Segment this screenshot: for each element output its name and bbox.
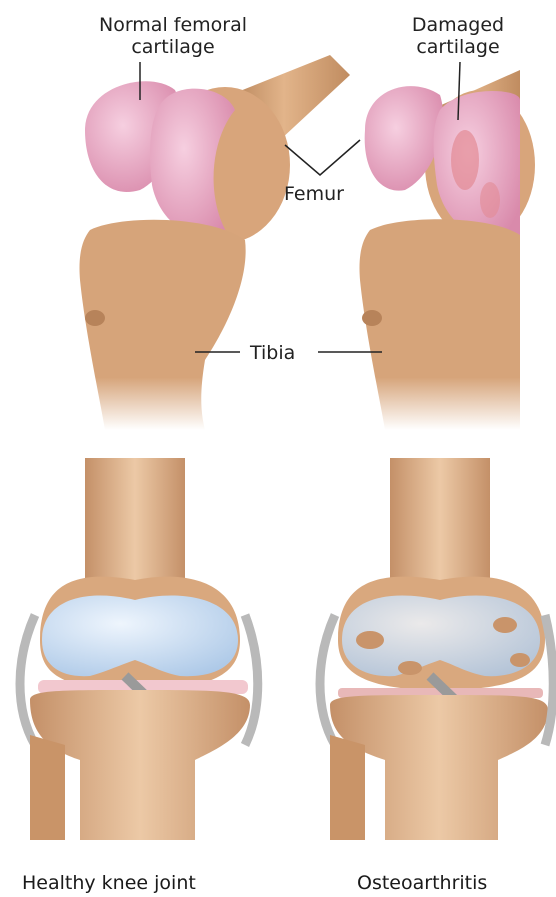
healthy-knee-front-view xyxy=(20,458,258,840)
tibial-tuberosity-damaged xyxy=(362,310,382,326)
damaged-knee-side-view xyxy=(359,70,535,430)
collateral-ligament-left-oa xyxy=(320,615,335,745)
fibula-left xyxy=(30,735,65,840)
osteoarthritis-knee-front-view xyxy=(320,458,553,840)
tibia-bone-damaged xyxy=(359,219,520,430)
fibula-oa xyxy=(330,735,365,840)
cartilage-erosion xyxy=(493,617,517,633)
collateral-ligament-left xyxy=(20,615,35,745)
cartilage-erosion xyxy=(510,653,530,667)
healthy-knee-side-view xyxy=(79,55,350,430)
tibia-bone xyxy=(79,220,245,430)
femur-label: Femur xyxy=(284,183,344,205)
damaged-cartilage-label: Damaged cartilage xyxy=(398,14,518,58)
osteoarthritis-caption: Osteoarthritis xyxy=(357,872,487,894)
normal-cartilage-label: Normal femoral cartilage xyxy=(88,14,258,58)
normal-cartilage-label-line2: cartilage xyxy=(88,36,258,58)
damaged-cartilage-label-line2: cartilage xyxy=(398,36,518,58)
tibia-label: Tibia xyxy=(250,342,295,364)
damaged-cartilage-label-line1: Damaged xyxy=(398,14,518,36)
collateral-ligament-right xyxy=(245,615,258,745)
collateral-ligament-right-oa xyxy=(545,615,553,745)
healthy-knee-caption: Healthy knee joint xyxy=(22,872,196,894)
cartilage-erosion xyxy=(398,661,422,675)
cartilage-erosion xyxy=(356,631,384,649)
femur-shaft-front-oa xyxy=(390,458,490,583)
leader-femur xyxy=(285,140,360,175)
cartilage-lesion xyxy=(480,182,500,218)
normal-cartilage-label-line1: Normal femoral xyxy=(88,14,258,36)
femur-shaft-front xyxy=(85,458,185,583)
cartilage-lesion xyxy=(451,130,479,190)
tibial-tuberosity xyxy=(85,310,105,326)
